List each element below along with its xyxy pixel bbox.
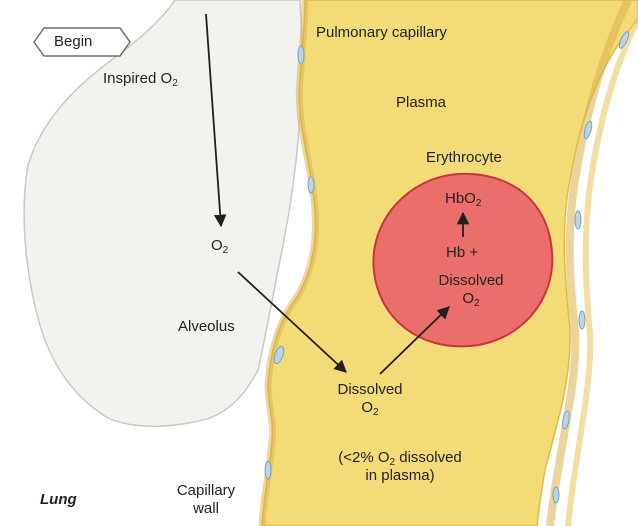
alveolar-o2-label: O2 <box>211 237 228 255</box>
inspired-o2-label: Inspired O2 <box>103 70 178 88</box>
lung-label: Lung <box>40 491 77 509</box>
hb-plus-label: Hb + <box>446 244 478 262</box>
hbo2-label: HbO2 <box>445 190 481 208</box>
capillary-wall-label: Capillary wall <box>165 482 247 518</box>
plasma-percent-note: (<2% O2 dissolved in plasma) <box>310 449 490 485</box>
alveolus-shape <box>24 0 302 426</box>
pulmonary-capillary-label: Pulmonary capillary <box>316 24 447 42</box>
begin-label: Begin <box>54 33 92 51</box>
erythrocyte-label: Erythrocyte <box>426 149 502 167</box>
alveolus-label: Alveolus <box>178 318 235 336</box>
dissolved-o2-rbc-label: Dissolved O2 <box>426 272 516 308</box>
plasma-label: Plasma <box>396 94 446 112</box>
dissolved-o2-plasma-label: Dissolved O2 <box>325 381 415 417</box>
